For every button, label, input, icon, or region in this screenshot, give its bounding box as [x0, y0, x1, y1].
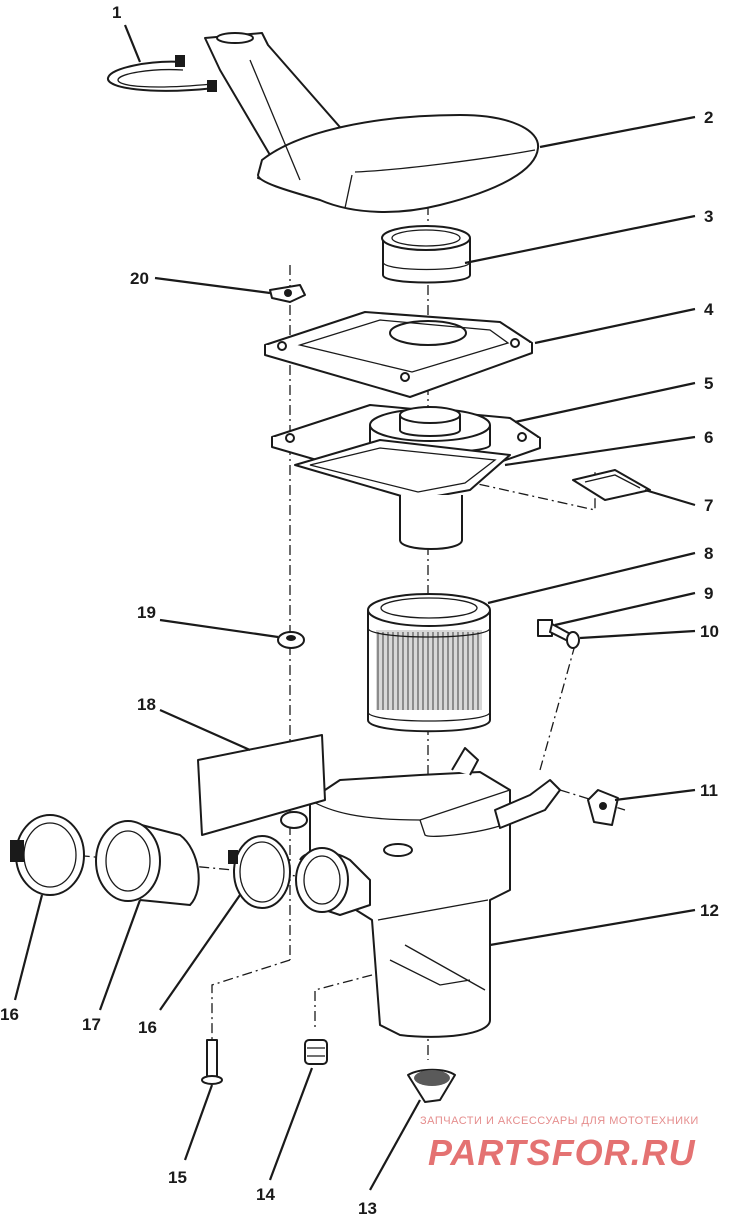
- callout-6: 6: [704, 428, 713, 447]
- part-3-adaptor: [381, 225, 471, 284]
- part-15-bolt: [201, 1039, 223, 1085]
- part-18-decal: [197, 734, 326, 836]
- callout-4: 4: [704, 300, 714, 319]
- part-16-clamp-right: [228, 835, 291, 909]
- filter-pleats: [376, 630, 482, 710]
- watermark-logo: PARTSFOR.RU: [428, 1132, 696, 1173]
- part-8-filter: [367, 593, 491, 733]
- axis-line-bolt-lower: [211, 959, 291, 1040]
- part-19-grommet: [277, 631, 308, 829]
- callout-16-left: 16: [0, 1005, 19, 1024]
- part-16-clamp-left: [10, 814, 85, 896]
- callout-19: 19: [137, 603, 156, 622]
- callout-9: 9: [704, 584, 713, 603]
- part-1-clamp: [107, 55, 217, 92]
- callout-12: 12: [700, 901, 719, 920]
- watermark: ЗАПЧАСТИ И АКСЕССУАРЫ ДЛЯ МОТОТЕХНИКИ: [420, 1115, 720, 1127]
- callout-16-right: 16: [138, 1018, 157, 1037]
- part-10-washer: [566, 631, 580, 649]
- part-11-nut-clip: [587, 789, 619, 826]
- callout-17: 17: [82, 1015, 101, 1034]
- callout-8: 8: [704, 544, 713, 563]
- callout-1: 1: [112, 3, 121, 22]
- axis-line-14: [314, 974, 373, 1030]
- callout-11: 11: [700, 781, 718, 800]
- part-17-duct: [95, 820, 200, 906]
- lid-outlet-tube: [399, 495, 463, 550]
- part-9-bolt: [537, 619, 575, 643]
- part-20-clip: [269, 284, 306, 303]
- axis-line-10: [539, 644, 576, 771]
- part-2-intake-cover: [204, 32, 540, 213]
- callout-20: 20: [130, 269, 149, 288]
- part-6-gasket: [294, 439, 511, 501]
- callout-10: 10: [700, 622, 719, 641]
- part-4-top-plate: [264, 311, 533, 398]
- part-12-air-box: [309, 747, 561, 1038]
- callout-3: 3: [704, 207, 713, 226]
- svg-text:PARTSFOR.RU: PARTSFOR.RU: [428, 1132, 696, 1173]
- callout-5: 5: [704, 374, 713, 393]
- callout-18: 18: [137, 695, 156, 714]
- air-box-inlet-spigot: [295, 847, 371, 916]
- part-13-drain-valve: [407, 1068, 456, 1103]
- watermark-subtitle: ЗАПЧАСТИ И АКСЕССУАРЫ ДЛЯ МОТОТЕХНИКИ: [420, 1115, 699, 1127]
- callout-7: 7: [704, 496, 713, 515]
- leader-lines: [13, 24, 696, 1191]
- part-14-plug: [304, 1039, 328, 1065]
- callout-15: 15: [168, 1168, 187, 1187]
- callout-14: 14: [256, 1185, 275, 1204]
- callout-labels: 1 2 3 4 5 6 7 8 9 10 11 12 13 14 15 16 1…: [0, 3, 719, 1216]
- callout-2: 2: [704, 108, 713, 127]
- part-7-label: [572, 469, 651, 501]
- callout-13: 13: [358, 1199, 377, 1216]
